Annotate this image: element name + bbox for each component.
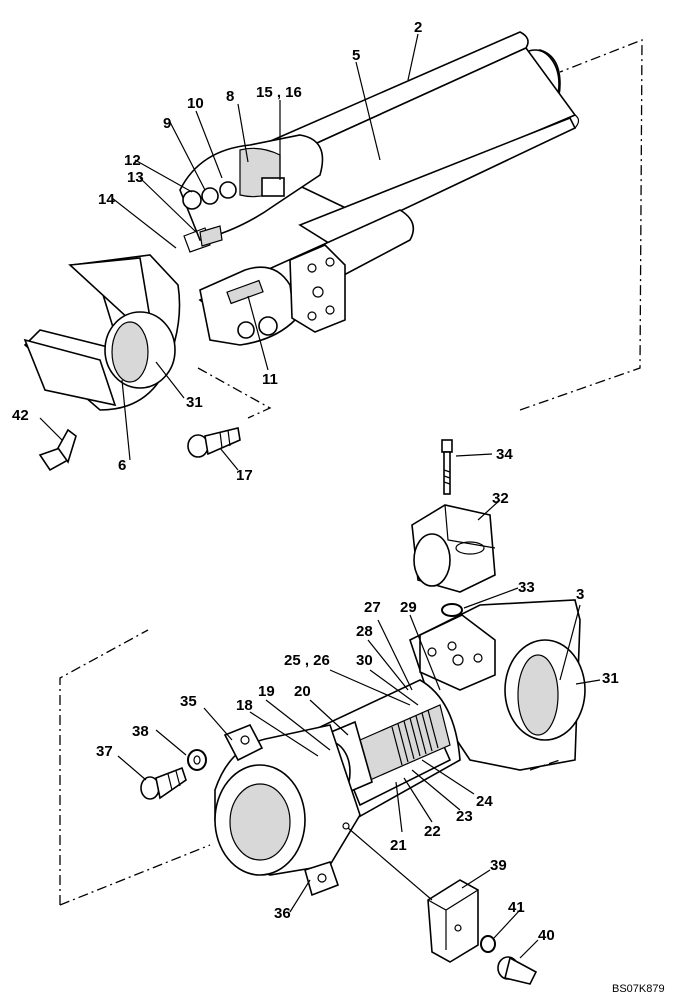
label-31-lower: 31 [602, 670, 619, 687]
label-38: 38 [132, 723, 149, 740]
lower-leaders [59, 453, 601, 959]
piston-rod-assembly [23, 31, 580, 411]
label-41: 41 [508, 899, 525, 916]
label-42: 42 [12, 407, 29, 424]
label-9: 9 [163, 115, 171, 132]
label-24: 24 [476, 793, 493, 810]
part-15-16 [261, 177, 285, 197]
label-2: 2 [414, 19, 422, 36]
label-10: 10 [187, 95, 204, 112]
label-6: 6 [118, 457, 126, 474]
label-36: 36 [274, 905, 291, 922]
part-42-grease-fitting [38, 417, 77, 472]
label-18: 18 [236, 697, 253, 714]
label-35: 35 [180, 693, 197, 710]
label-25-26: 25 , 26 [284, 652, 330, 669]
label-28: 28 [356, 623, 373, 640]
label-31-upper: 31 [186, 394, 203, 411]
label-30: 30 [356, 652, 373, 669]
label-5: 5 [352, 47, 360, 64]
cylinder-head-assembly [214, 439, 586, 897]
label-19: 19 [258, 683, 275, 700]
part-17-bolt [187, 427, 241, 458]
label-32: 32 [492, 490, 509, 507]
part-33-o-ring [441, 603, 463, 617]
label-20: 20 [294, 683, 311, 700]
label-13: 13 [127, 169, 144, 186]
label-27: 27 [364, 599, 381, 616]
label-11: 11 [262, 371, 278, 388]
label-23: 23 [456, 808, 473, 825]
label-22: 22 [424, 823, 441, 840]
part-39-40-41 [427, 879, 538, 985]
label-3: 3 [576, 586, 584, 603]
label-14: 14 [98, 191, 115, 208]
label-29: 29 [400, 599, 417, 616]
label-15-16: 15 , 16 [256, 84, 302, 101]
part-37-38-bolt-washer [140, 749, 207, 800]
drawing-code: BS07K879 [612, 983, 665, 995]
label-17: 17 [236, 467, 253, 484]
label-40: 40 [538, 927, 555, 944]
label-12: 12 [124, 152, 141, 169]
label-34: 34 [496, 446, 513, 463]
part-34-bolt [441, 439, 453, 453]
part-number-labels: 2 5 15 , 16 8 10 9 12 13 14 11 31 6 42 1… [12, 19, 665, 995]
label-21: 21 [390, 837, 407, 854]
label-39: 39 [490, 857, 507, 874]
label-33: 33 [518, 579, 535, 596]
upper-leaders [111, 33, 643, 471]
label-37: 37 [96, 743, 113, 760]
label-8: 8 [226, 88, 234, 105]
